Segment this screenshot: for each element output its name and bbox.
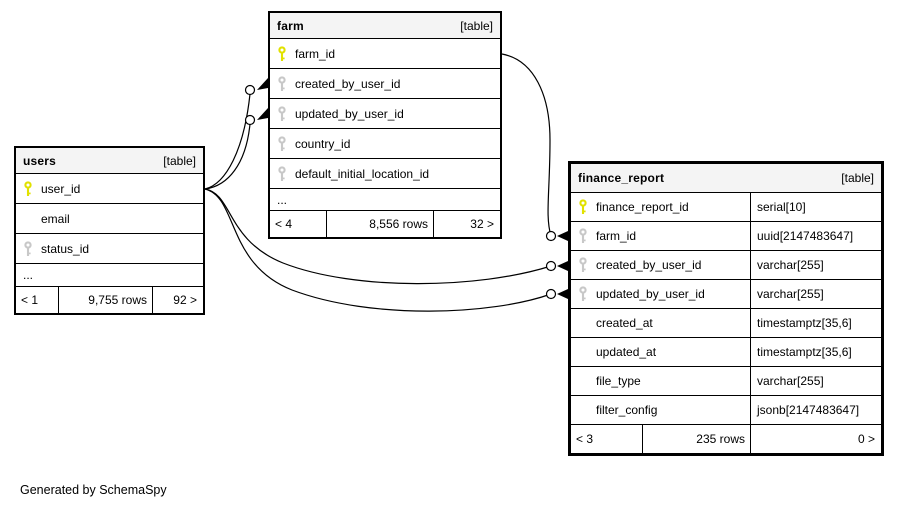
table-name[interactable]: users: [23, 153, 57, 168]
column-name: created_at: [596, 316, 653, 330]
primary-key-icon: [578, 199, 588, 215]
column-name: filter_config: [596, 403, 658, 417]
column-name: email: [41, 211, 70, 226]
column-name: finance_report_id: [596, 200, 689, 214]
child-tables-count[interactable]: 0 >: [750, 425, 881, 453]
table-name[interactable]: farm: [277, 18, 304, 33]
table-header-farm: farm [table]: [270, 13, 500, 39]
relationship-edge-users.user_id-to-finance_report.created_by_user_id: [204, 188, 568, 285]
column-row-farm_id[interactable]: farm_id uuid[2147483647]: [571, 222, 881, 251]
column-row-ellipsis[interactable]: ...: [270, 189, 500, 211]
column-type: jsonb[2147483647]: [757, 403, 860, 417]
column-type: uuid[2147483647]: [757, 229, 854, 243]
foreign-key-icon: [578, 228, 588, 244]
column-type: varchar[255]: [757, 287, 824, 301]
table-type-badge: [table]: [841, 171, 874, 185]
ellipsis-row-label: ...: [277, 192, 288, 207]
foreign-key-icon: [277, 165, 287, 182]
relationship-edge-users.user_id-to-finance_report.updated_by_user_id: [204, 188, 568, 312]
column-name: farm_id: [596, 229, 637, 243]
column-name: default_initial_location_id: [295, 166, 430, 181]
column-name: country_id: [295, 136, 351, 151]
row-count: 235 rows: [642, 425, 750, 453]
column-row-finance_report_id[interactable]: finance_report_id serial[10]: [571, 193, 881, 222]
parent-tables-count[interactable]: < 4: [275, 217, 293, 231]
column-type-cell: varchar[255]: [750, 280, 881, 308]
column-row-created_by_user_id[interactable]: created_by_user_id varchar[255]: [571, 251, 881, 280]
parent-tables-count[interactable]: < 3: [576, 432, 594, 446]
column-row-default_initial_location_id[interactable]: default_initial_location_id: [270, 159, 500, 189]
column-type: timestamptz[35,6]: [757, 345, 852, 359]
column-type-cell: serial[10]: [750, 193, 881, 221]
column-type-cell: varchar[255]: [750, 367, 881, 395]
column-name: farm_id: [295, 46, 336, 61]
column-row-file_type[interactable]: file_type varchar[255]: [571, 367, 881, 396]
column-row-updated_by_user_id[interactable]: updated_by_user_id: [270, 99, 500, 129]
foreign-key-icon: [578, 286, 588, 302]
column-row-created_by_user_id[interactable]: created_by_user_id: [270, 69, 500, 99]
column-row-user_id[interactable]: user_id: [16, 174, 203, 204]
column-type: timestamptz[35,6]: [757, 316, 852, 330]
column-type-cell: jsonb[2147483647]: [750, 396, 881, 424]
column-type-cell: timestamptz[35,6]: [750, 309, 881, 337]
column-row-updated_by_user_id[interactable]: updated_by_user_id varchar[255]: [571, 280, 881, 309]
column-type-cell: varchar[255]: [750, 251, 881, 279]
primary-key-icon: [277, 45, 287, 62]
foreign-key-icon: [578, 257, 588, 273]
row-count: 9,755 rows: [58, 287, 152, 313]
column-row-country_id[interactable]: country_id: [270, 129, 500, 159]
row-count: 8,556 rows: [326, 211, 433, 237]
column-type: varchar[255]: [757, 258, 824, 272]
column-name: status_id: [41, 241, 90, 256]
column-name: created_by_user_id: [295, 76, 401, 91]
table-type-badge: [table]: [460, 18, 493, 33]
column-row-created_at[interactable]: created_at timestamptz[35,6]: [571, 309, 881, 338]
column-row-ellipsis[interactable]: ...: [16, 264, 203, 287]
column-row-email[interactable]: email: [16, 204, 203, 234]
table-header-finance_report: finance_report [table]: [571, 164, 881, 193]
foreign-key-icon: [277, 75, 287, 92]
column-name: file_type: [596, 374, 641, 388]
column-row-status_id[interactable]: status_id: [16, 234, 203, 264]
relationship-edge-users.user_id-to-farm.updated_by_user_id: [204, 108, 268, 190]
foreign-key-icon: [23, 240, 33, 257]
relationship-edge-farm.farm_id-to-finance_report.farm_id: [501, 53, 568, 242]
relationship-edge-users.user_id-to-farm.created_by_user_id: [204, 78, 268, 190]
column-type-cell: timestamptz[35,6]: [750, 338, 881, 366]
generated-by-note: Generated by SchemaSpy: [20, 483, 167, 497]
foreign-key-icon: [277, 135, 287, 152]
table-name[interactable]: finance_report: [578, 171, 665, 185]
ellipsis-row-label: ...: [23, 268, 34, 282]
column-row-farm_id[interactable]: farm_id: [270, 39, 500, 69]
child-tables-count[interactable]: 32 >: [433, 211, 500, 237]
column-row-filter_config[interactable]: filter_config jsonb[2147483647]: [571, 396, 881, 425]
table-type-badge: [table]: [163, 153, 196, 168]
column-name: user_id: [41, 181, 81, 196]
parent-tables-count[interactable]: < 1: [21, 293, 39, 307]
table-header-users: users [table]: [16, 148, 203, 174]
table-finance_report: finance_report [table] finance_report_id se…: [568, 161, 884, 456]
column-type: varchar[255]: [757, 374, 824, 388]
column-name: updated_by_user_id: [295, 106, 404, 121]
child-tables-count[interactable]: 92 >: [152, 287, 203, 313]
column-type: serial[10]: [757, 200, 806, 214]
column-name: updated_at: [596, 345, 657, 359]
column-row-updated_at[interactable]: updated_at timestamptz[35,6]: [571, 338, 881, 367]
column-name: created_by_user_id: [596, 258, 702, 272]
column-type-cell: uuid[2147483647]: [750, 222, 881, 250]
primary-key-icon: [23, 180, 33, 197]
foreign-key-icon: [277, 105, 287, 122]
column-name: updated_by_user_id: [596, 287, 705, 301]
